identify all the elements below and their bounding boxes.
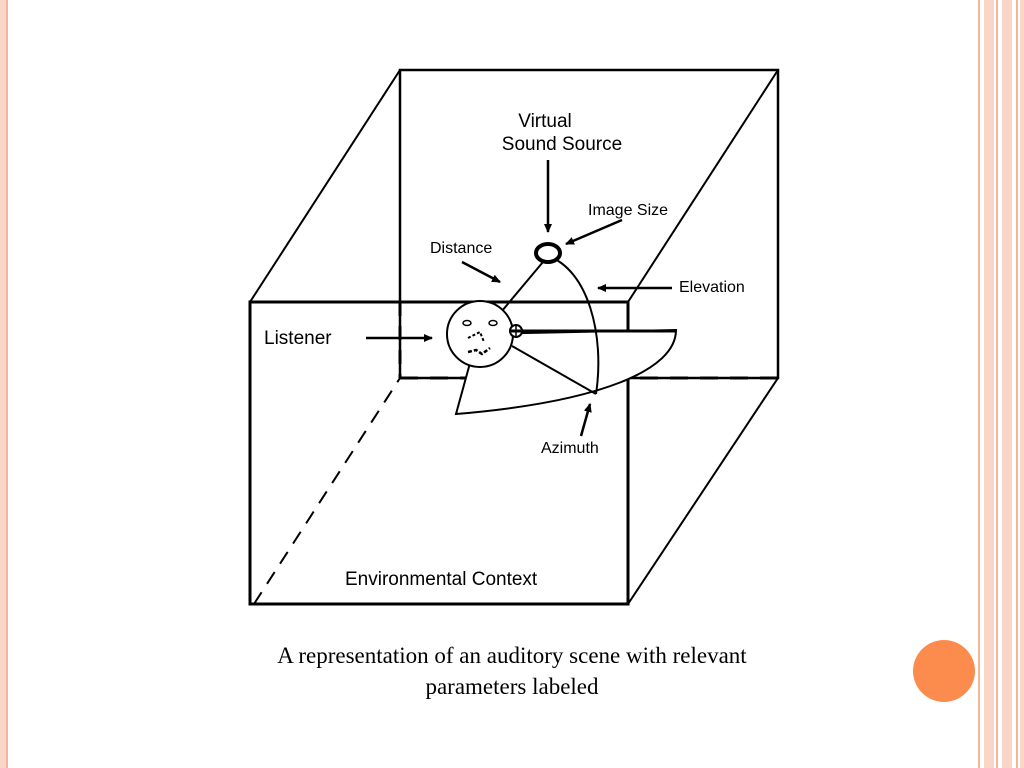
orange-circle-decoration xyxy=(913,640,975,702)
edge-bottom-right xyxy=(627,377,779,605)
azimuth-plane xyxy=(454,328,678,416)
caption-line-1: A representation of an auditory scene wi… xyxy=(277,643,747,668)
right-eye xyxy=(488,319,498,327)
front-face xyxy=(248,300,630,606)
edge-top-left xyxy=(249,69,401,303)
caption-line-2: parameters labeled xyxy=(425,674,599,699)
label-arrows xyxy=(366,160,672,437)
elevation-label: Elevation xyxy=(679,279,745,296)
left-border-decoration xyxy=(0,0,8,768)
left-border-stripe xyxy=(0,0,6,768)
right-border-decoration xyxy=(978,0,1024,768)
virtual-label: Virtual xyxy=(518,111,572,132)
azimuth-line xyxy=(511,345,597,395)
image-size-arrow xyxy=(565,218,623,246)
elevation-arc xyxy=(547,255,600,395)
nose xyxy=(467,330,485,343)
environmental-context-label: Environmental Context xyxy=(345,569,538,590)
edge-bottom-left-hidden xyxy=(253,377,401,605)
right-border-line-1 xyxy=(978,0,980,768)
mouth xyxy=(467,347,491,356)
azimuth-arrow xyxy=(579,403,592,437)
left-eye xyxy=(462,319,472,327)
right-border-line-2 xyxy=(996,0,998,768)
right-border-band-1 xyxy=(984,0,994,768)
sound-source-label: Sound Source xyxy=(502,134,622,155)
right-border-band-3 xyxy=(1020,0,1024,768)
image-size-label: Image Size xyxy=(588,202,668,219)
azimuth-label: Azimuth xyxy=(541,440,599,457)
azimuth-sector xyxy=(454,328,678,416)
edge-top-right xyxy=(627,69,779,303)
figure-caption: A representation of an auditory scene wi… xyxy=(150,640,874,702)
distance-label: Distance xyxy=(430,240,492,257)
right-border-line-3 xyxy=(1016,0,1018,768)
listener-label: Listener xyxy=(264,328,332,349)
distance-arrow xyxy=(461,260,501,284)
listener-head xyxy=(446,300,523,368)
right-border-band-2 xyxy=(1002,0,1012,768)
sound-source-circle xyxy=(534,242,562,264)
left-border-line xyxy=(6,0,8,768)
